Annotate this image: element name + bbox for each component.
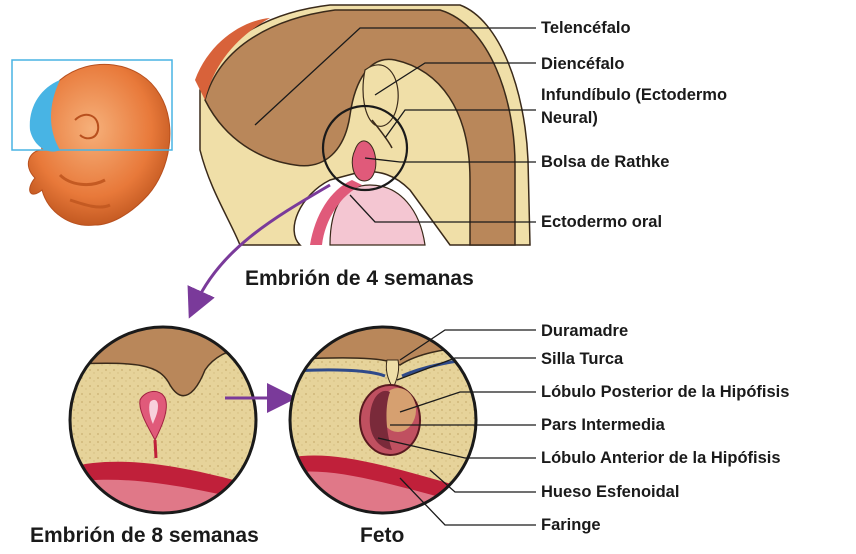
circle-8-weeks — [60, 320, 270, 520]
label-faringe: Faringe — [541, 516, 601, 534]
title-fetus: Feto — [360, 524, 404, 547]
label-pars-intermedia: Pars Intermedia — [541, 416, 666, 434]
label-bolsa-rathke: Bolsa de Rathke — [541, 153, 669, 171]
title-8-weeks: Embrión de 8 semanas — [30, 524, 259, 547]
label-lobulo-anterior: Lóbulo Anterior de la Hipófisis — [541, 449, 781, 467]
embryo-illustration — [12, 60, 172, 225]
label-duramadre: Duramadre — [541, 322, 628, 340]
label-infundibulo-line2: Neural) — [541, 109, 598, 127]
label-hueso-esfenoidal: Hueso Esfenoidal — [541, 483, 679, 501]
label-lobulo-posterior: Lóbulo Posterior de la Hipófisis — [541, 383, 789, 401]
label-silla-turca: Silla Turca — [541, 350, 624, 368]
title-4-weeks: Embrión de 4 semanas — [245, 267, 474, 290]
label-diencefalo: Diencéfalo — [541, 55, 624, 73]
circle-fetus — [280, 320, 490, 520]
label-infundibulo-line1: Infundíbulo (Ectodermo — [541, 86, 727, 104]
label-ectodermo-oral: Ectodermo oral — [541, 213, 662, 231]
label-telencefalo: Telencéfalo — [541, 19, 631, 37]
